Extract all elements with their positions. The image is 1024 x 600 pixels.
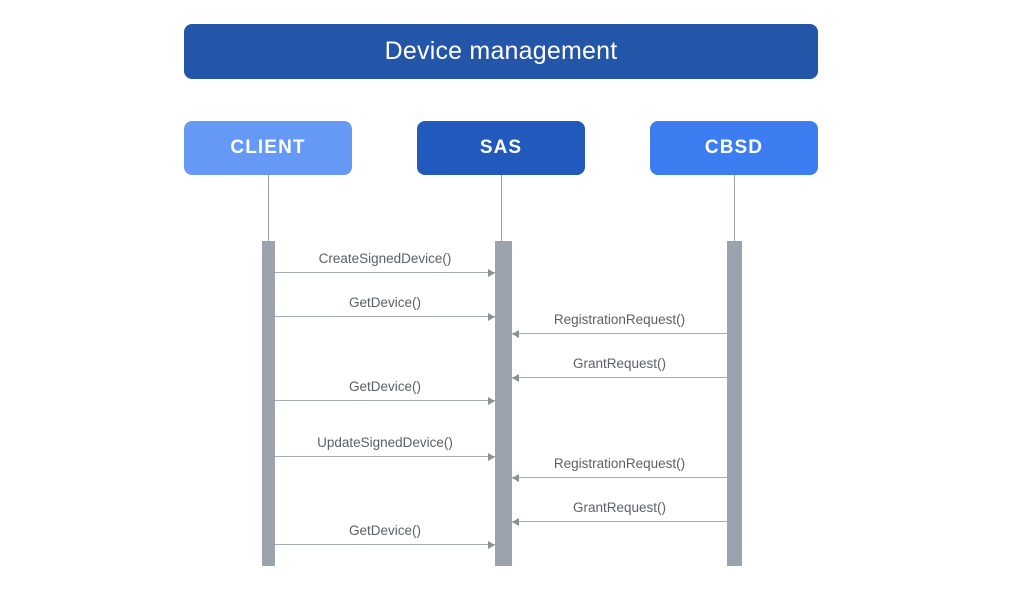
arrowhead-left-icon [512,473,519,482]
page-title: Device management [384,37,618,65]
message-label-2: GetDevice() [348,295,422,310]
message-line-4 [512,377,727,378]
message-line-5 [275,400,495,401]
arrowhead-left-icon [512,373,519,382]
message-line-1 [275,272,495,273]
diagram-title-banner: Device management [184,24,818,79]
message-label-6: UpdateSignedDevice() [317,435,453,450]
message-line-7 [512,477,727,478]
arrowhead-right-icon [488,312,495,321]
arrowhead-right-icon [488,396,495,405]
participant-label: CLIENT [230,137,306,158]
message-line-3 [512,333,727,334]
message-line-6 [275,456,495,457]
arrowhead-left-icon [512,517,519,526]
participant-client[interactable]: CLIENT [184,121,352,175]
participant-label: SAS [479,137,523,158]
message-label-9: GetDevice() [348,523,422,538]
arrowhead-right-icon [488,540,495,549]
arrowhead-right-icon [488,268,495,277]
arrowhead-left-icon [512,329,519,338]
activation-bar-sas [495,241,512,566]
message-line-9 [275,544,495,545]
message-label-8: GrantRequest() [572,500,667,515]
participant-label: CBSD [704,137,764,158]
activation-bar-cbsd [727,241,742,566]
participant-cbsd[interactable]: CBSD [650,121,818,175]
message-label-7: RegistrationRequest() [553,456,686,471]
message-label-4: GrantRequest() [572,356,667,371]
message-label-5: GetDevice() [348,379,422,394]
message-line-2 [275,316,495,317]
activation-bar-client [262,241,275,566]
message-label-3: RegistrationRequest() [553,312,686,327]
message-label-1: CreateSignedDevice() [318,251,452,266]
arrowhead-right-icon [488,452,495,461]
participant-sas[interactable]: SAS [417,121,585,175]
message-line-8 [512,521,727,522]
